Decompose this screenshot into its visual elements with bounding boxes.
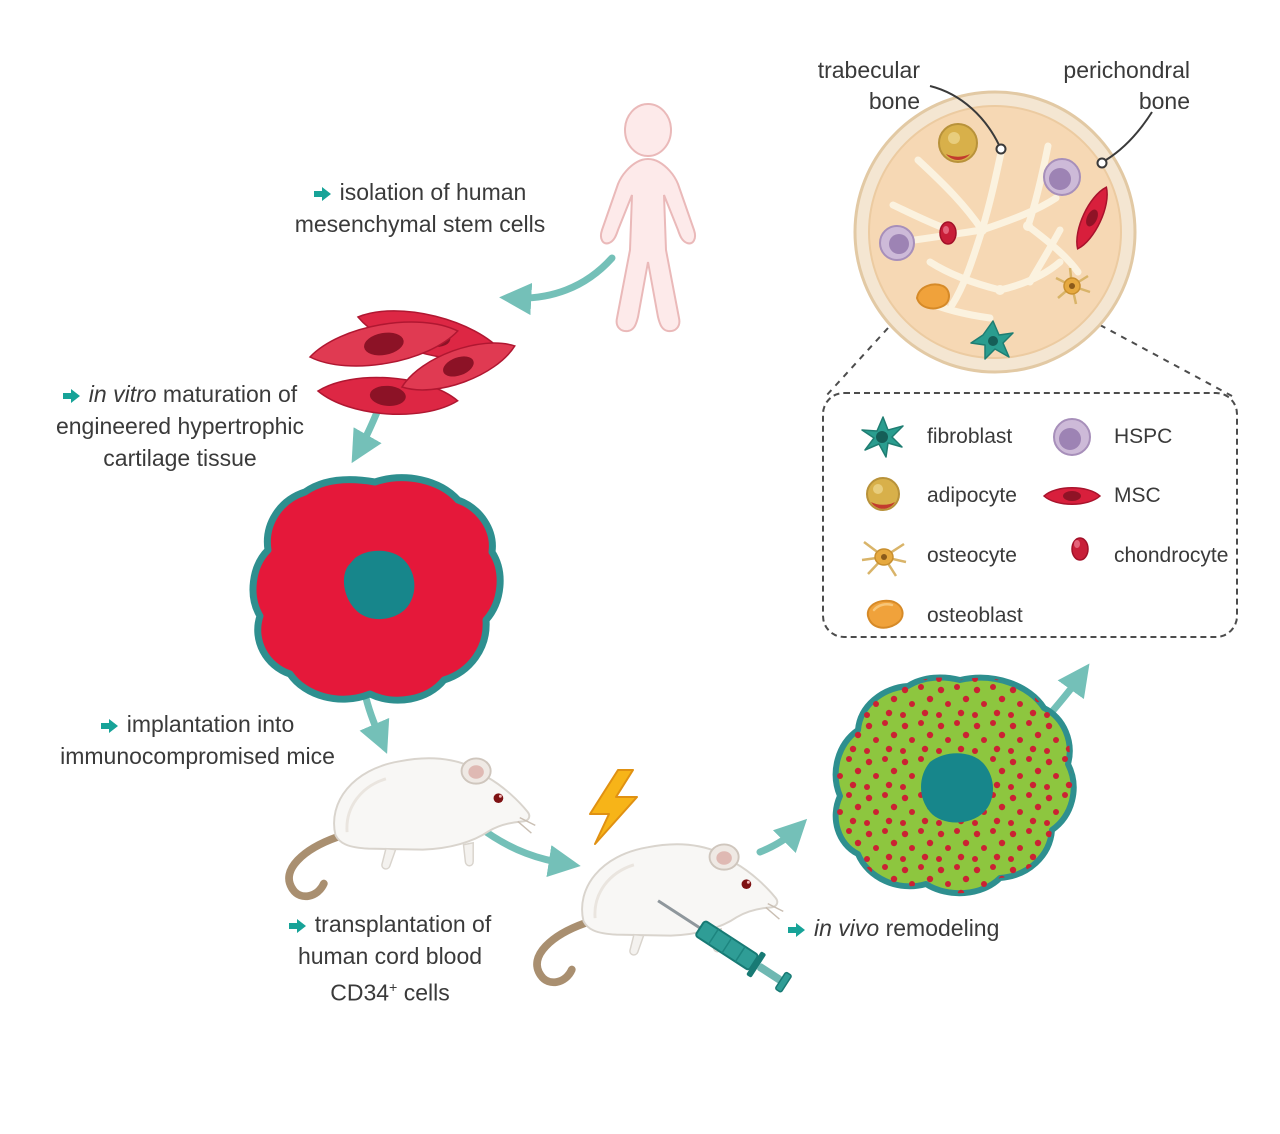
dish-hspc-icon [1043,158,1081,196]
osteocyte-cell-icon [861,541,907,577]
remodeled-core [921,753,993,823]
zoom-connector-lines [825,324,1233,397]
chondrocyte-cell-icon [1071,537,1089,561]
step-maturation-line2: engineered hypertrophic [55,413,305,439]
step-bullet-icon [313,187,331,201]
mouse-1-illustration [289,758,535,896]
perichondral-bone-line1: perichondral [1063,57,1190,83]
dish-msc-icon [1076,186,1108,250]
dish-fibroblast-icon [970,320,1014,360]
adipocyte-cell-icon [866,477,900,511]
dish-label-pointers [929,85,1153,161]
step-implantation-label: implantation into immunocompromised mice [25,708,370,772]
hspc-cell-icon [1053,418,1091,456]
dish-osteoblast-icon [915,283,950,310]
arrow-mouse-to-mouse [474,822,581,877]
legend-label-hspc: HSPC [1114,425,1173,448]
step-isolation-label: isolation of human mesenchymal stem cell… [255,176,585,240]
step-bullet-icon [100,719,118,733]
step-remodeling-italic: in vivo [814,915,880,941]
legend-label-chondrocyte: chondrocyte [1114,544,1229,567]
dish-osteocyte-icon [1055,267,1091,305]
step-transplantation-cd: CD34 [330,979,390,1006]
step-transplantation-label: transplantation of human cord blood CD34… [250,908,530,1009]
legend-label-adipocyte: adipocyte [927,484,1017,507]
step-maturation-line3: cartilage tissue [103,445,257,471]
step-transplantation-cd-sup: + [389,980,398,996]
step-transplantation-line1: transplantation of [314,911,492,937]
step-transplantation-cd-after: cells [397,979,450,1006]
step-bullet-icon [62,389,80,403]
dish-hspc-icon [879,225,915,261]
step-bullet-icon [788,923,805,937]
step-maturation-italic: in vitro [88,381,157,407]
dish-chondrocyte-icon [939,221,957,245]
msc-cells-illustration [308,310,516,415]
step-isolation-line2: mesenchymal stem cells [294,211,546,237]
step-remodeling-label: in vivo remodeling [788,912,1078,944]
trabecular-bone-line2: bone [868,88,920,114]
step-maturation-rest: maturation of [156,381,298,407]
step-remodeling-rest: remodeling [879,915,1000,941]
perichondral-bone-line2: bone [1138,88,1190,114]
perichondral-bone-label: perichondral bone [1030,55,1190,117]
msc-cell-icon [1042,487,1102,505]
step-bullet-icon [288,919,306,933]
step-maturation-label: in vitro maturation of engineered hypert… [30,378,330,474]
cartilage-core [343,550,415,620]
human-figure-illustration [599,103,697,333]
legend-label-fibroblast: fibroblast [927,425,1013,448]
dish-adipocyte-icon [938,123,978,163]
petri-dish-illustration [853,85,1153,374]
electric-shock-icon [589,769,638,845]
osteoblast-cell-icon [866,599,904,629]
legend-label-msc: MSC [1114,484,1161,507]
remodeled-tissue-illustration [832,674,1077,897]
trabecular-bone-line1: trabecular [817,57,920,83]
arrow-mouse-to-green [756,818,808,856]
step-implantation-line2: immunocompromised mice [60,743,335,769]
step-implantation-line1: implantation into [126,711,295,737]
legend-box: fibroblast HSPC adipocyte MSC [822,392,1238,638]
legend-label-osteocyte: osteocyte [927,544,1017,567]
arrow-cartilage-to-mouse [359,694,390,754]
trabecular-bone-label: trabecular bone [780,55,920,117]
arrow-human-to-msc [499,254,616,316]
fibroblast-cell-icon [861,416,904,458]
legend-label-osteoblast: osteoblast [927,604,1023,627]
arrow-green-to-dish [1046,663,1090,718]
cartilage-tissue-illustration [249,474,504,704]
step-transplantation-line2: human cord blood [297,943,483,969]
syringe-illustration [657,899,792,993]
step-isolation-line1: isolation of human [339,179,527,205]
